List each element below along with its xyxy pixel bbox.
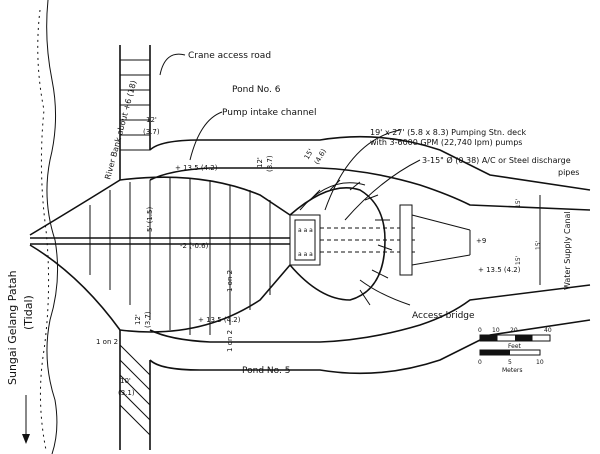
- dim-canal-w2: 15': [535, 240, 542, 250]
- dim-elev-bot: + 13.5 (4.2): [198, 316, 241, 324]
- upper-embankment: [149, 135, 591, 211]
- discharge-pipes: [320, 227, 415, 253]
- svg-text:a a a: a a a: [298, 227, 313, 234]
- lower-embankment: [149, 284, 591, 375]
- scale-feet-10: 10: [492, 327, 500, 334]
- dim-1on2-mid: 1 on 2: [226, 270, 234, 292]
- pumping-station-deck: a a a a a a: [289, 214, 321, 266]
- dim-w10-m: (3.1): [118, 389, 135, 397]
- intake-channel: [29, 176, 291, 335]
- sungai-label-1: Sungai Gelang Patah: [6, 270, 19, 385]
- dim-w12-mid-m: (3.7): [266, 155, 274, 172]
- crane-access-road: [119, 45, 151, 180]
- dim-w12-bot-m: (3.7): [144, 311, 152, 328]
- water-supply-canal-structure: [399, 195, 541, 285]
- dim-canal-elev: +9: [476, 237, 486, 245]
- scale-meter-5: 5: [508, 359, 512, 366]
- scale-meter-label: Meters: [502, 367, 523, 374]
- dim-slope-5: 5' (1.5): [146, 207, 154, 232]
- dim-w15: 15': [303, 148, 315, 161]
- discharge-pipes-label-2: pipes: [558, 168, 579, 177]
- scale-feet-20: 20: [510, 327, 518, 334]
- pumping-deck-label-2: with 3-6000 GPM (22,740 lpm) pumps: [370, 138, 522, 147]
- dim-canal-w1: 15': [515, 198, 522, 208]
- river-flow-arrow: [22, 395, 30, 444]
- dim-w12-bot: 12': [134, 314, 142, 325]
- pond-6-label: Pond No. 6: [232, 85, 281, 95]
- discharge-pipes-label-1: 3-15" Ø (0.38) A/C or Steel discharge: [422, 155, 571, 165]
- dim-w10: 10': [120, 377, 131, 385]
- pump-intake-channel-label: Pump intake channel: [222, 108, 316, 118]
- river-bank-label: River Bank about +6 (18): [103, 79, 138, 180]
- scale-feet-label: Feet: [508, 343, 522, 350]
- dim-w12-top: 12': [146, 116, 157, 124]
- svg-text:a a a: a a a: [298, 251, 313, 258]
- river-shoreline: [37, 0, 59, 454]
- leader-lines: [159, 53, 421, 306]
- scale-meter-10: 10: [536, 359, 544, 366]
- dim-canal-elev-bot: + 13.5 (4.2): [478, 266, 521, 274]
- scale-feet-0: 0: [478, 327, 482, 334]
- water-supply-canal-label: Water Supply Canal: [563, 211, 572, 290]
- scale-bar: [479, 334, 551, 356]
- dim-elev-top: + 13.5 (4.2): [175, 164, 218, 172]
- scale-meter-0: 0: [478, 359, 482, 366]
- dim-w15-m: (4.6): [313, 147, 328, 166]
- dim-w12-mid: 12': [256, 157, 264, 168]
- dim-canal-w3: 15': [515, 255, 522, 265]
- access-bridge-label: Access bridge: [412, 311, 475, 321]
- scale-feet-40: 40: [544, 327, 552, 334]
- sungai-label-2: (Tidal): [22, 295, 35, 330]
- pond-5-label: Pond No. 5: [242, 366, 290, 376]
- pumping-deck-label-1: 19' x 27' (5.8 x 8.3) Pumping Stn. deck: [370, 128, 526, 137]
- dim-w12-top-m: (3.7): [143, 128, 160, 136]
- dim-1on2-left: 1 on 2: [96, 338, 118, 346]
- crane-access-road-label: Crane access road: [188, 51, 271, 61]
- lower-access-road: [119, 330, 151, 450]
- dim-depth: -2 (-0.6): [180, 242, 209, 250]
- dim-1on2-right: 1 on 2: [226, 330, 234, 352]
